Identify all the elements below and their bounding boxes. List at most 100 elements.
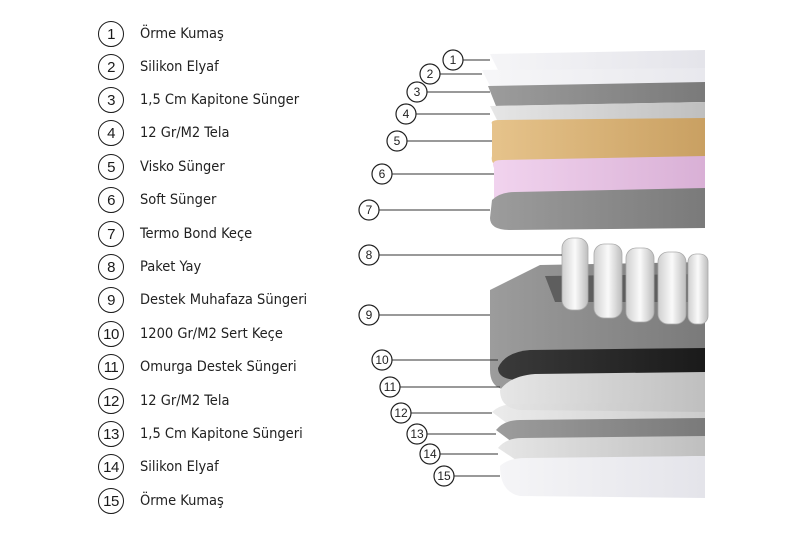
legend-number-14: 14: [98, 454, 124, 480]
callout-circle-12: [390, 402, 412, 424]
callout-7: 7: [358, 199, 490, 221]
callout-10: 10: [371, 349, 498, 371]
layer-11-shape: [500, 372, 705, 412]
callout-circle-3: [406, 81, 428, 103]
callout-number-5: 5: [394, 134, 401, 148]
callout-13: 13: [406, 423, 496, 445]
callout-circle-15: [433, 465, 455, 487]
legend-item-15: 15 Örme Kumaş: [98, 486, 224, 516]
callout-circle-11: [379, 376, 401, 398]
callout-8: 8: [358, 244, 562, 266]
callout-number-4: 4: [403, 107, 410, 121]
legend-number-4: 4: [98, 120, 124, 146]
callout-number-9: 9: [366, 308, 373, 322]
callout-3: 3: [406, 81, 490, 103]
legend-number-11: 11: [98, 354, 124, 380]
layer-2-shape: [482, 66, 705, 86]
callout-number-10: 10: [375, 353, 389, 367]
callout-circle-14: [419, 443, 441, 465]
legend-item-2: 2 Silikon Elyaf: [98, 52, 219, 82]
legend-label-14: Silikon Elyaf: [140, 459, 219, 475]
callout-circle-9: [358, 304, 380, 326]
legend-label-15: Örme Kumaş: [140, 493, 224, 509]
callout-number-6: 6: [379, 167, 386, 181]
legend-number-3: 3: [98, 87, 124, 113]
callout-12: 12: [390, 402, 492, 424]
callout-number-3: 3: [414, 85, 421, 99]
legend-number-8: 8: [98, 254, 124, 280]
callout-4: 4: [395, 103, 490, 125]
layer-3-shape: [488, 82, 705, 106]
callout-number-13: 13: [410, 427, 424, 441]
layer-7-shape: [490, 188, 705, 230]
callout-6: 6: [371, 163, 494, 185]
legend-number-7: 7: [98, 221, 124, 247]
callout-circle-6: [371, 163, 393, 185]
callout-number-11: 11: [384, 380, 397, 394]
callout-circle-1: [442, 49, 464, 71]
callout-circle-13: [406, 423, 428, 445]
layer-8-springs: [561, 237, 709, 325]
legend-item-3: 3 1,5 Cm Kapitone Sünger: [98, 85, 299, 115]
callout-14: 14: [419, 443, 498, 465]
legend-item-4: 4 12 Gr/M2 Tela: [98, 118, 229, 148]
legend-item-7: 7 Termo Bond Keçe: [98, 219, 252, 249]
callout-number-12: 12: [394, 406, 408, 420]
legend-label-10: 1200 Gr/M2 Sert Keçe: [140, 326, 283, 342]
legend-label-3: 1,5 Cm Kapitone Sünger: [140, 92, 300, 108]
legend-item-11: 11 Omurga Destek Süngeri: [98, 352, 297, 382]
legend-label-5: Visko Sünger: [140, 159, 225, 175]
legend-label-13: 1,5 Cm Kapitone Süngeri: [140, 426, 303, 442]
callout-circle-7: [358, 199, 380, 221]
callout-circle-2: [419, 63, 441, 85]
callout-number-8: 8: [366, 248, 373, 262]
legend-label-1: Örme Kumaş: [140, 26, 224, 42]
callout-5: 5: [386, 130, 492, 152]
legend-item-9: 9 Destek Muhafaza Süngeri: [98, 285, 307, 315]
callout-number-1: 1: [450, 53, 457, 67]
legend-label-2: Silikon Elyaf: [140, 59, 219, 75]
legend-number-2: 2: [98, 54, 124, 80]
layer-10-shape: [498, 348, 705, 380]
legend-label-11: Omurga Destek Süngeri: [140, 359, 297, 375]
callout-circle-10: [371, 349, 393, 371]
legend-item-10: 10 1200 Gr/M2 Sert Keçe: [98, 319, 283, 349]
legend-item-12: 12 12 Gr/M2 Tela: [98, 386, 229, 416]
legend-number-6: 6: [98, 187, 124, 213]
layer-4-shape: [490, 102, 705, 122]
legend-label-4: 12 Gr/M2 Tela: [140, 125, 230, 141]
callout-circle-8: [358, 244, 380, 266]
legend-item-6: 6 Soft Sünger: [98, 185, 216, 215]
callout-circle-4: [395, 103, 417, 125]
layer-15-shape: [500, 456, 705, 498]
legend-number-12: 12: [98, 388, 124, 414]
layer-12-shape: [492, 402, 705, 424]
legend-number-15: 15: [98, 488, 124, 514]
legend-number-10: 10: [98, 321, 124, 347]
legend-item-14: 14 Silikon Elyaf: [98, 452, 219, 482]
legend-label-7: Termo Bond Keçe: [140, 226, 253, 242]
layer-5-shape: [491, 118, 705, 166]
legend-number-9: 9: [98, 287, 124, 313]
legend-label-9: Destek Muhafaza Süngeri: [140, 292, 308, 308]
legend-label-6: Soft Sünger: [140, 192, 217, 208]
layer-13-shape: [496, 418, 705, 442]
callout-number-15: 15: [437, 469, 451, 483]
callout-number-7: 7: [366, 203, 373, 217]
callout-15: 15: [433, 465, 500, 487]
callout-number-14: 14: [423, 447, 437, 461]
callout-circle-5: [386, 130, 408, 152]
legend-number-1: 1: [98, 21, 124, 47]
callout-11: 11: [379, 376, 500, 398]
callout-1: 1: [442, 49, 490, 71]
callout-2: 2: [419, 63, 482, 85]
legend-label-8: Paket Yay: [140, 259, 202, 275]
layer-1-shape: [490, 50, 705, 70]
callout-9: 9: [358, 304, 490, 326]
legend-label-12: 12 Gr/M2 Tela: [140, 393, 230, 409]
callout-number-2: 2: [427, 67, 434, 81]
